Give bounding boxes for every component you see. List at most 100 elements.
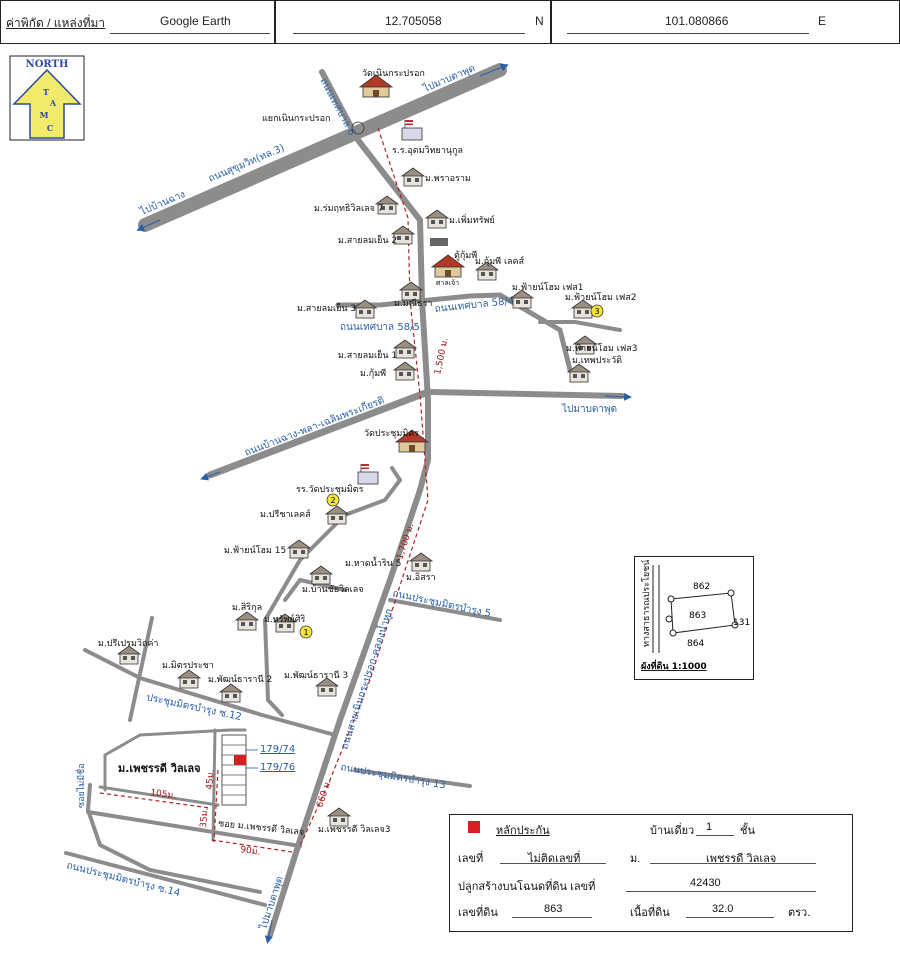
title-deed-value: 42430 (690, 877, 721, 889)
road-prachum-12 (83, 648, 337, 737)
place-m-saisomern-2: ม.สายลมเย็น 2 (338, 233, 397, 246)
village-underline (650, 863, 816, 864)
house-icon (393, 339, 417, 359)
place-m-theppharawat: ม.เทพประวัติ (572, 355, 622, 366)
subject-lot-marker (234, 755, 246, 765)
house-icon (287, 539, 311, 559)
distance-105: 105ม. (150, 788, 177, 802)
distance-45: 45ม. (205, 769, 217, 790)
place-m-mitpracha: ม.มิตรประชา (162, 660, 214, 671)
land-plan-inset: ทางสาธารณประโยชน์ 862 863 864 131 ผังที่… (634, 556, 754, 680)
source-underline (110, 33, 270, 34)
road-village-top (103, 728, 247, 757)
road-branch-fahyen (538, 320, 622, 332)
house-icon (425, 209, 449, 229)
house-no-label: เลขที่ (458, 853, 484, 865)
school-icon (401, 119, 423, 141)
place-m-fahyen-3: ม.ฟ้ายน์โฮม เฟส3 (566, 342, 637, 354)
place-m-isara: ม.อิสรา (406, 572, 436, 583)
corner-pin (727, 589, 735, 597)
place-wat-noen: วัดเนินกระปรอก (362, 68, 425, 79)
road-village-mid (98, 785, 220, 807)
corner-pin (667, 595, 675, 603)
place-m-phatthanaratani-2: ม.พัฒน์ธารานี 2 (208, 673, 272, 685)
inset-road-label: ทางสาธารณประโยชน์ (640, 559, 652, 647)
longitude-suffix: E (818, 14, 827, 28)
place-m-banchaivilla: ม.บ้านชัยวิลเลจ (302, 584, 364, 595)
label-ban-chang-road: ถนนบ้านฉาง-พลา-เฉลิมพระเกียรติ (243, 394, 386, 459)
corner-pin (665, 615, 673, 623)
inset-caption: ผังที่ดิน 1:1000 (641, 659, 707, 672)
distance-1700: 1,700 ม. (395, 522, 416, 561)
distance-90: 90ม. (240, 845, 261, 858)
place-m-phatthanaratani-3: ม.พัฒน์ธารานี 3 (284, 669, 348, 681)
place-m-phetcharat: ม.เพชรรดี วิลเลจ (118, 762, 201, 775)
svg-text:2: 2 (330, 496, 335, 505)
road-to-map-ta-phut-mid (427, 389, 625, 399)
distance-35: 35ม. (199, 807, 211, 828)
latitude-box (275, 0, 551, 44)
latitude-suffix: N (535, 14, 544, 28)
land-plan-diagram: ทางสาธารณประโยชน์ 862 863 864 131 ผังที่… (640, 559, 750, 672)
distance-1500: 1,500 ม. (433, 337, 451, 376)
collateral-type: บ้านเดี่ยว (650, 825, 695, 837)
corner-pin (731, 621, 739, 629)
marker-2: 2 (326, 493, 340, 507)
house-icon (401, 167, 425, 187)
house-icon (309, 565, 333, 585)
village-lots (221, 734, 247, 806)
lot-863: 863 (689, 611, 706, 621)
place-m-phermsap: ม.เพิ่มทรัพย์ (449, 213, 495, 226)
floors-value: 1 (706, 821, 713, 833)
road-village-inner (211, 728, 217, 842)
distance-route (99, 127, 429, 853)
school-icon (357, 463, 379, 485)
house-no-underline (500, 863, 606, 864)
house-icon (325, 505, 349, 525)
place-m-gumpi-lake: ม.กุ้มพี เลคส์ (475, 255, 525, 267)
road-prichalake (262, 466, 403, 717)
area-underline (686, 917, 774, 918)
arrow-to-map-ta-phut-top (479, 63, 509, 77)
road-soi-phetcharat (86, 810, 302, 848)
road-network (64, 63, 625, 938)
floors-underline (696, 835, 734, 836)
arrow-ban-chang-road (200, 471, 221, 481)
lot-862: 862 (693, 582, 710, 592)
title-deed-label: ปลูกสร้างบนโฉนดที่ดิน เลขที่ (458, 881, 596, 893)
area-value: 32.0 (712, 903, 734, 915)
label-soi-side: ซอยไม่มีชื่อ (74, 763, 87, 808)
place-wat-prachum: วัดประชุมมิตร (364, 428, 419, 439)
place-school-prachum: รร.วัดประชุมมิตร (296, 484, 364, 495)
lot-131: 131 (733, 618, 750, 628)
arrow-to-map-ta-phut-bottom (264, 919, 273, 944)
place-m-saisomern-1: ม.สายลมเย็น 1 (338, 348, 397, 361)
collateral-color-swatch (468, 821, 480, 833)
house-icon (409, 552, 433, 572)
place-m-fahyen-1: ม.ฟ้ายน์โฮม เฟส1 (512, 281, 583, 293)
logo-letter-a: A (49, 98, 57, 108)
place-m-kumpi: ม.กุ้มพี (360, 368, 386, 379)
floors-unit: ชั้น (740, 825, 755, 837)
label-thetsaban-6: ถนนเทศบาล 6 (317, 76, 357, 137)
marker-1: 1 (299, 625, 313, 639)
coordinates-header: ค่าพิกัด / แหล่งที่มา Google Earth 12.70… (0, 0, 900, 45)
house-icon (327, 807, 351, 827)
road-prachum-13 (353, 768, 472, 788)
land-no-label: เลขที่ดิน (458, 907, 498, 919)
house-icon (219, 683, 243, 703)
svg-text:3: 3 (594, 307, 599, 316)
corner-pin (669, 629, 677, 637)
source-box (0, 0, 275, 44)
place-m-sirikul: ม.สิริกุล (232, 602, 262, 613)
road-thetsaban-58-5 (335, 297, 433, 308)
place-school-udom: ร.ร.อุดมวิทยานุกูล (392, 145, 463, 156)
place-m-fahyen-2: ม.ฟ้ายน์โฮม เฟส2 (565, 291, 636, 303)
marker-3: 3 (590, 304, 604, 318)
house-icon (177, 669, 201, 689)
logo-letter-c: C (47, 123, 53, 133)
road-ban-chang (206, 388, 432, 479)
place-tu-gumpi: ตู้กุ้มพี (454, 250, 477, 261)
latitude-value: 12.705058 (385, 14, 442, 28)
